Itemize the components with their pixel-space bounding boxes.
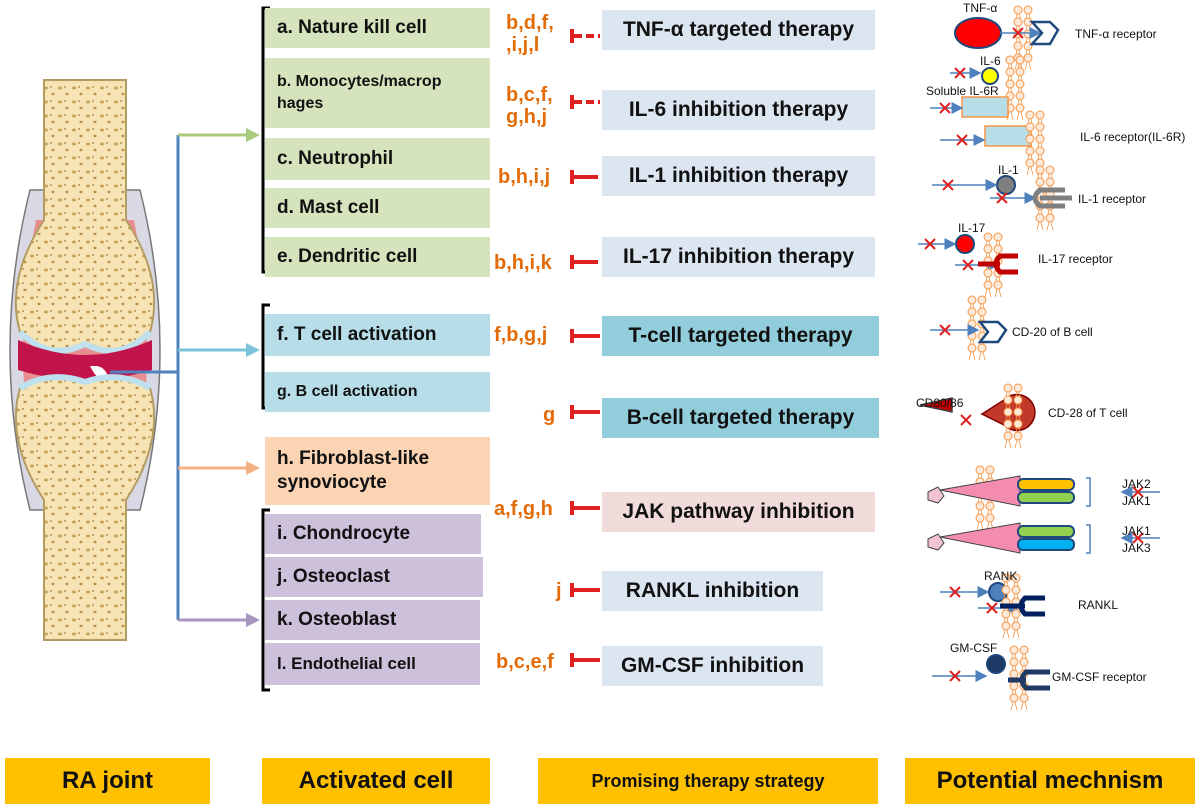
label-il6-receptor: IL-6 receptor(IL-6R): [1080, 130, 1186, 144]
cell-c: c. Neutrophil: [265, 138, 490, 180]
bracket-lower: [261, 508, 270, 692]
therapy-bcell: B-cell targeted therapy: [602, 398, 879, 438]
label-il17: IL-17: [958, 221, 986, 235]
label-soluble-il6r: Soluble IL-6R: [926, 84, 999, 98]
footer-ra-joint: RA joint: [5, 758, 210, 804]
label-cd28: CD-28 of T cell: [1048, 406, 1128, 420]
therapy-codes-rankl: j: [556, 580, 562, 602]
inhibition-markers: [570, 29, 600, 667]
jak1-bar-b: [1017, 525, 1075, 538]
cell-l: l. Endothelial cell: [265, 643, 480, 685]
label-rankl: RANKL: [1078, 598, 1119, 612]
therapy-codes-il1: b,h,i,j: [498, 166, 551, 188]
il17-ligand: [955, 234, 975, 254]
inflamed-synovium: [18, 340, 152, 380]
gmcsf-receptor: [1008, 669, 1050, 691]
il6-receptor: [984, 125, 1032, 147]
cd20-receptor: [977, 320, 1008, 344]
cell-g: g. B cell activation: [265, 372, 490, 412]
therapy-tcell: T-cell targeted therapy: [602, 316, 879, 356]
cell-h: h. Fibroblast-like synoviocyte: [265, 437, 490, 505]
therapy-il17: IL-17 inhibition therapy: [602, 237, 875, 277]
il1-ligand: [996, 175, 1016, 195]
cell-e: e. Dendritic cell: [265, 237, 490, 277]
mechanism-illustrations: [918, 0, 1160, 720]
label-gmcsf-receptor: GM-CSF receptor: [1052, 670, 1147, 684]
label-tnf: TNF-α: [963, 1, 998, 15]
therapy-codes-il6: b,c,f, g,h,j: [506, 84, 553, 128]
tnf-alpha-ligand: [954, 17, 1002, 49]
label-cd20: CD-20 of B cell: [1012, 325, 1093, 339]
therapy-codes-bcell: g: [543, 404, 556, 426]
therapy-il1: IL-1 inhibition therapy: [602, 156, 875, 196]
therapy-jak: JAK pathway inhibition: [602, 492, 875, 532]
cell-a: a. Nature kill cell: [265, 8, 490, 48]
footer-activated-cell: Activated cell: [262, 758, 490, 804]
label-il6: IL-6: [980, 54, 1001, 68]
therapy-tnf: TNF-α targeted therapy: [602, 10, 875, 50]
cd80-86-ligand: [919, 397, 953, 413]
cell-f: f. T cell activation: [265, 314, 490, 356]
joint-connectors: [110, 6, 270, 640]
label-cd80: CD80/86: [916, 396, 964, 410]
rankl-receptor: [1000, 595, 1045, 617]
label-il1: IL-1: [998, 163, 1019, 177]
label-gmcsf: GM-CSF: [950, 641, 998, 655]
il17-receptor: [978, 253, 1018, 275]
therapy-codes-tcell: f,b,g,j: [494, 324, 548, 346]
il6-ligand: [981, 67, 999, 85]
label-jak2: JAK2: [1122, 477, 1151, 491]
tnf-receptor: [1029, 20, 1060, 46]
cell-d: d. Mast cell: [265, 188, 490, 228]
gmcsf-ligand: [986, 654, 1006, 674]
jak2-bar: [1017, 478, 1075, 491]
therapy-codes-jak: a,f,g,h: [494, 498, 553, 520]
therapy-il6: IL-6 inhibition therapy: [602, 90, 875, 130]
therapy-rankl: RANKL inhibition: [602, 571, 823, 611]
label-jak1b: JAK1: [1122, 524, 1151, 538]
jak3-bar: [1017, 538, 1075, 551]
label-il17-receptor: IL-17 receptor: [1038, 252, 1113, 266]
footer-strategy: Promising therapy strategy: [538, 758, 878, 804]
cell-k: k. Osteoblast: [265, 600, 480, 640]
label-jak1a: JAK1: [1122, 494, 1151, 508]
il1-receptor: [1032, 187, 1072, 209]
cytokine-receptor-jak-2: [939, 522, 1021, 554]
label-jak3: JAK3: [1122, 541, 1151, 555]
therapy-codes-tnf: b,d,f, ,i,j,l: [506, 12, 554, 56]
cell-j: j. Osteoclast: [265, 557, 483, 597]
cell-i: i. Chondrocyte: [265, 514, 481, 554]
jak1-bar-a: [1017, 491, 1075, 504]
therapy-codes-il17: b,h,i,k: [494, 252, 552, 274]
therapy-gmcsf: GM-CSF inhibition: [602, 646, 823, 686]
soluble-il6r: [961, 96, 1009, 118]
label-tnf-receptor: TNF-α receptor: [1075, 27, 1157, 41]
cytokine-receptor-jak-1: [939, 475, 1021, 507]
label-rank: RANK: [984, 569, 1018, 583]
cell-b: b. Monocytes/macrop hages: [265, 58, 490, 128]
therapy-codes-gmcsf: b,c,e,f: [496, 651, 554, 673]
label-il1-receptor: IL-1 receptor: [1078, 192, 1147, 206]
footer-mechanism: Potential mechnism: [905, 758, 1195, 804]
ra-joint-illustration: [9, 79, 161, 641]
